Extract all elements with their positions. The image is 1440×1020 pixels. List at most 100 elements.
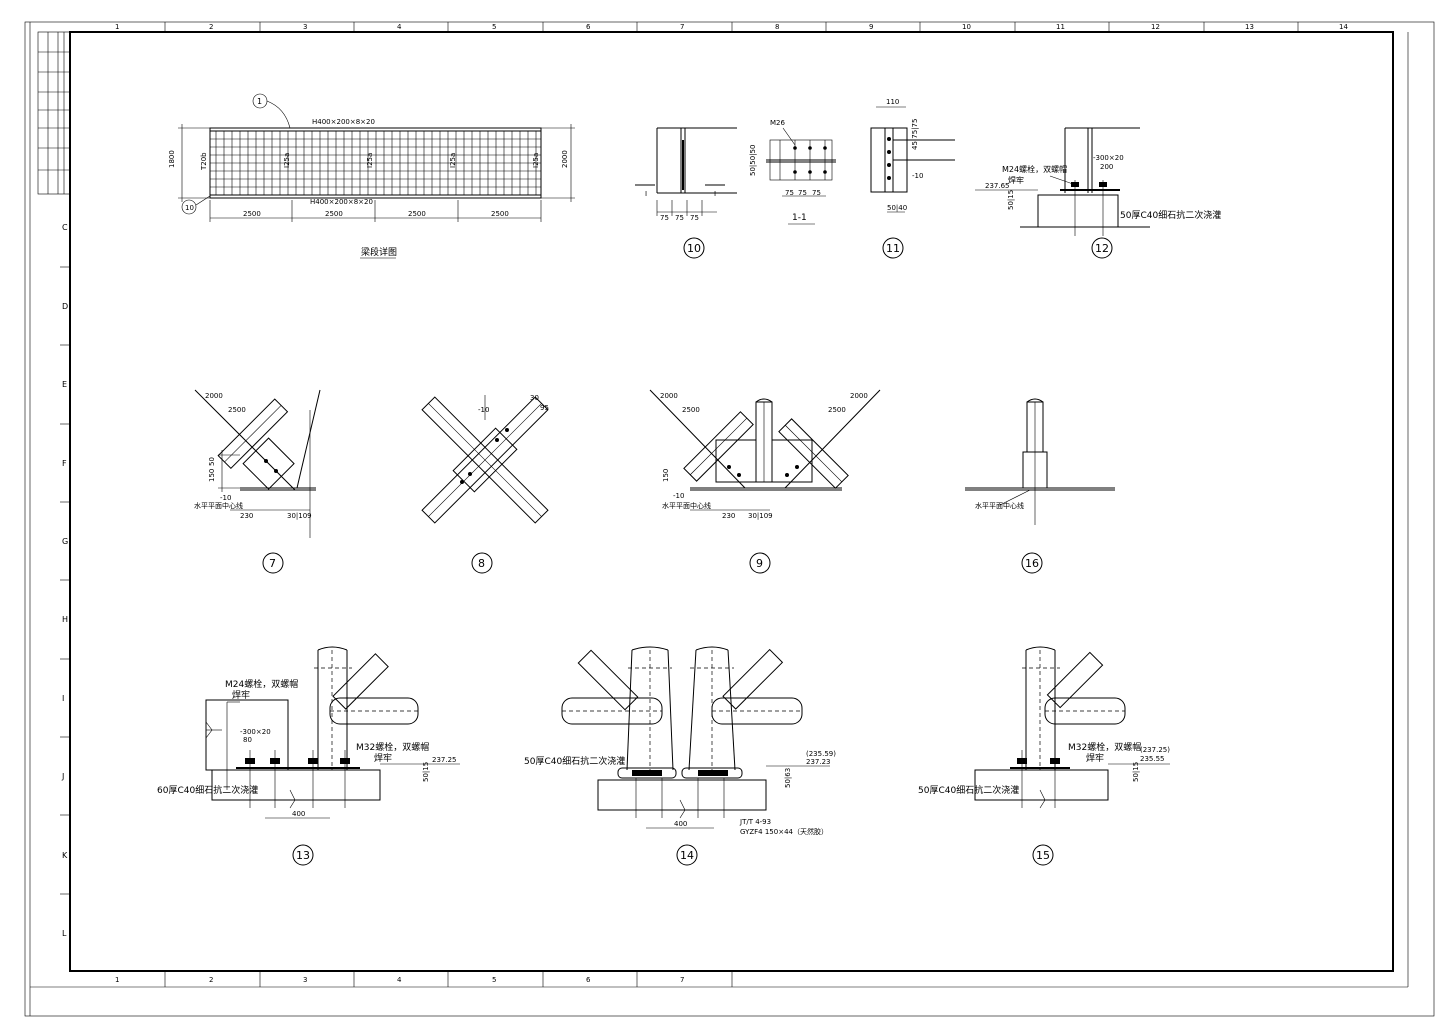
dim: 30|109 bbox=[748, 512, 773, 520]
col-label: 12 bbox=[1151, 23, 1160, 31]
centerline-note: 水平平面中心线 bbox=[194, 501, 243, 510]
dim: 230 bbox=[722, 512, 735, 520]
detail-marker-10: 10 bbox=[687, 242, 701, 255]
row-ticks bbox=[60, 266, 70, 895]
plate-label: -10 bbox=[912, 172, 923, 180]
section-label: I25a bbox=[366, 153, 374, 168]
col-label: 1 bbox=[115, 23, 119, 31]
dim: 75 bbox=[798, 189, 807, 197]
section-label: I25a bbox=[532, 153, 540, 168]
elevation-2: 235.55 bbox=[1140, 755, 1165, 763]
column-ticks-bottom bbox=[164, 971, 733, 987]
dim: 150 bbox=[662, 469, 670, 482]
dim: 75 bbox=[785, 189, 794, 197]
detail-marker-14: 14 bbox=[680, 849, 694, 862]
section-label: I25a bbox=[283, 153, 291, 168]
bolt-note: M24螺栓，双螺帽 bbox=[225, 678, 298, 690]
dim: 2000 bbox=[205, 392, 223, 400]
callout-10: 10 bbox=[185, 204, 194, 212]
col-label: 3 bbox=[303, 23, 307, 31]
bolt-note: M32螺栓，双螺帽 bbox=[1068, 741, 1141, 753]
row-label: I bbox=[62, 694, 64, 703]
svg-text:I: I bbox=[645, 190, 647, 198]
spec-1: JT/T 4-93 bbox=[739, 818, 771, 826]
span-label: 2500 bbox=[325, 210, 343, 218]
bolt2-note: M32螺栓，双螺帽 bbox=[356, 741, 429, 753]
title-block-strip bbox=[37, 31, 71, 195]
row-label: J bbox=[61, 772, 64, 781]
dim: 30 bbox=[530, 394, 539, 402]
col-label: 11 bbox=[1056, 23, 1065, 31]
detail-12: M24螺栓，双螺帽 焊牢 -300×20 200 237.65 50|15 50… bbox=[975, 127, 1221, 259]
col-label: 6 bbox=[586, 23, 591, 31]
section-label: I25a bbox=[449, 153, 457, 168]
row-label: L bbox=[62, 929, 67, 938]
bolt-note: M24螺栓，双螺帽 bbox=[1002, 164, 1067, 174]
detail-14: 50厚C40细石抗二次浇灌 (235.59) 237.23 50|63 400 … bbox=[524, 646, 836, 866]
dim: 75 bbox=[690, 214, 699, 222]
dim: 2000 bbox=[850, 392, 868, 400]
col-label: 13 bbox=[1245, 23, 1254, 31]
vert-dims: 50|15 bbox=[1007, 190, 1015, 210]
plate-label: -300×20 bbox=[240, 728, 271, 736]
detail-8: -10 30 95 8 bbox=[421, 394, 549, 574]
detail-marker-8: 8 bbox=[478, 557, 485, 570]
span-label: 2500 bbox=[408, 210, 426, 218]
beam-detail: 1800 T20b 2000 H400×200×8×20 H400×200×8×… bbox=[168, 93, 575, 259]
col-label: 2 bbox=[209, 23, 213, 31]
col-label: 6 bbox=[586, 976, 591, 984]
col-label: 8 bbox=[775, 23, 779, 31]
row-label: D bbox=[62, 302, 68, 311]
bottom-dims: 50|40 bbox=[887, 204, 907, 212]
elevation: 237.25 bbox=[432, 756, 457, 764]
dim: 95 bbox=[540, 404, 549, 412]
row-label: E bbox=[62, 380, 67, 389]
beam-left-text: T20b bbox=[200, 152, 208, 171]
col-label: 5 bbox=[492, 976, 496, 984]
dim: 75 bbox=[660, 214, 669, 222]
bolt-label: M26 bbox=[770, 119, 785, 127]
section-label: 1-1 bbox=[792, 213, 807, 223]
dim: 30|109 bbox=[287, 512, 312, 520]
span-dim: 400 bbox=[674, 820, 687, 828]
column-numbers-bottom: 1 2 3 4 5 6 7 bbox=[115, 976, 684, 984]
detail-marker-16: 16 bbox=[1025, 557, 1039, 570]
dim: 2500 bbox=[228, 406, 246, 414]
col-label: 7 bbox=[680, 976, 684, 984]
col-label: 2 bbox=[209, 976, 213, 984]
dim: 2500 bbox=[682, 406, 700, 414]
weld-note: 焊牢 bbox=[1086, 752, 1104, 764]
plate-label: -10 bbox=[220, 494, 231, 502]
dim: 150 bbox=[208, 469, 216, 482]
vert-dims: 50|15 bbox=[422, 762, 430, 782]
grout-note: 50厚C40细石抗二次浇灌 bbox=[918, 784, 1019, 796]
beam-right-dim: 2000 bbox=[561, 150, 569, 168]
plate-width: 200 bbox=[1100, 163, 1113, 171]
dim: 2500 bbox=[828, 406, 846, 414]
elevation-2: 237.23 bbox=[806, 758, 831, 766]
top-dim: 110 bbox=[886, 98, 899, 106]
col-label: 7 bbox=[680, 23, 684, 31]
plate-label: -300×20 bbox=[1093, 154, 1124, 162]
col-label: 14 bbox=[1339, 23, 1348, 31]
dim: 50 bbox=[208, 457, 216, 466]
spec-2: GYZF4 150×44（天然胶） bbox=[740, 827, 828, 836]
dim: 75 bbox=[675, 214, 684, 222]
detail-10: I I 75 75 75 10 bbox=[635, 127, 737, 259]
span-dim: 400 bbox=[292, 810, 305, 818]
column-numbers-top: 1 2 3 4 5 6 7 8 9 10 11 12 13 14 bbox=[115, 23, 1348, 31]
detail-marker-7: 7 bbox=[269, 557, 276, 570]
centerline-note: 水平平面中心线 bbox=[975, 501, 1024, 510]
span-label: 2500 bbox=[243, 210, 261, 218]
detail-7: 2000 2500 50 150 230 30|109 -10 水平平面中心线 … bbox=[194, 389, 321, 574]
plate-label: -10 bbox=[478, 406, 489, 414]
weld-note: 焊牢 bbox=[1008, 175, 1024, 185]
col-label: 1 bbox=[115, 976, 119, 984]
weld2-note: 焊牢 bbox=[374, 752, 392, 764]
left-dims: 50|50|50 bbox=[749, 145, 757, 176]
column-ticks-top bbox=[164, 22, 1299, 32]
row-label: H bbox=[62, 615, 68, 624]
detail-marker-9: 9 bbox=[756, 557, 763, 570]
col-label: 5 bbox=[492, 23, 496, 31]
